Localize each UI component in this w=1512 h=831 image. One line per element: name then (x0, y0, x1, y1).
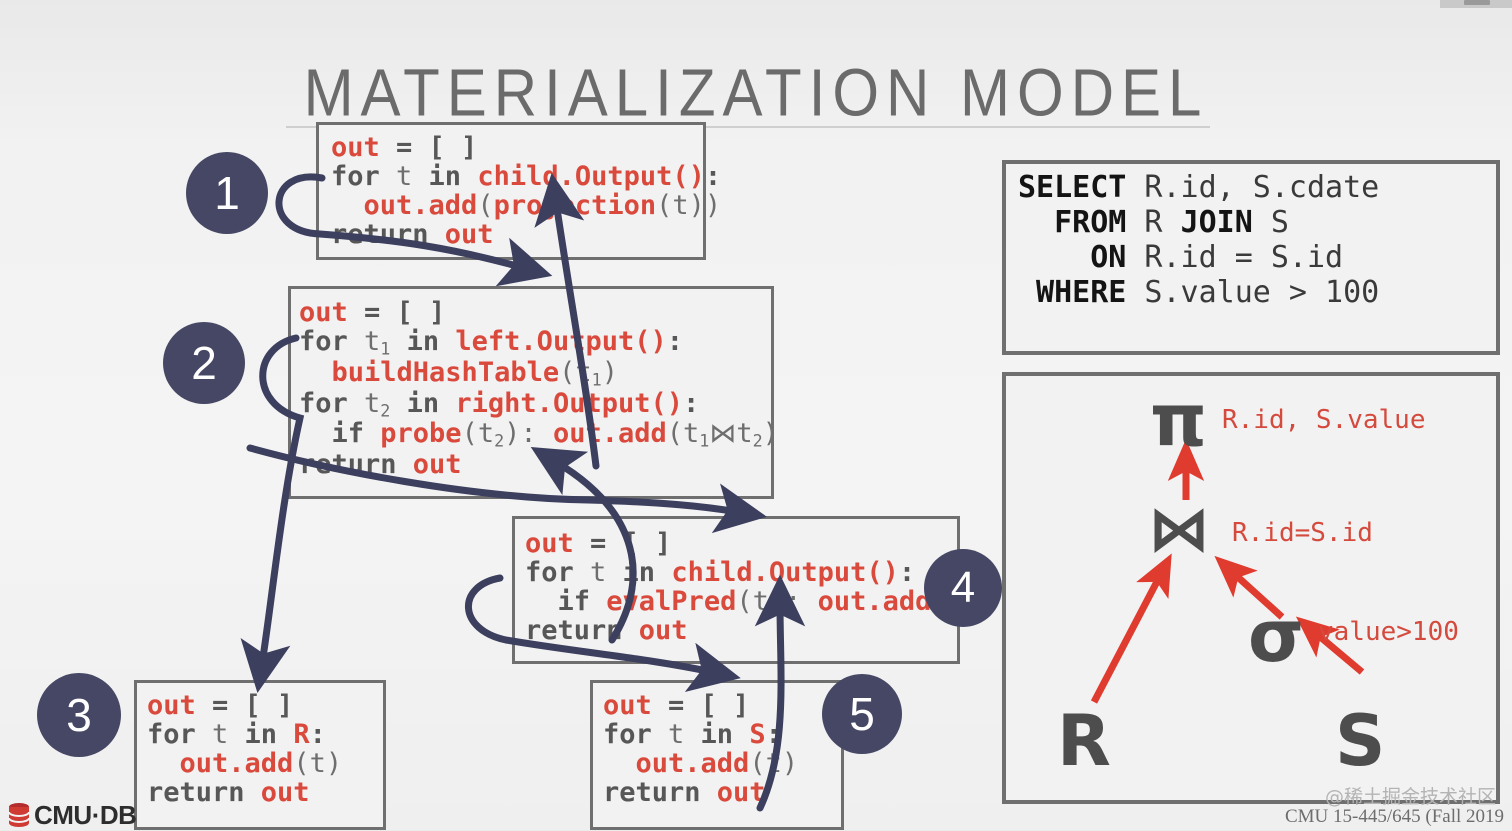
code-line: for t in R: (147, 719, 326, 751)
code-box-filter: out = [ ]for t in child.Output(): if eva… (512, 516, 981, 664)
step-badge-2: 2 (163, 322, 245, 404)
database-cylinder-icon (8, 802, 30, 827)
cmu-db-logo-text: CMU·DB (34, 800, 137, 830)
code-line: return out (147, 777, 310, 809)
code-line: for t in child.Output(): (331, 161, 722, 193)
step-badge-3: 3 (37, 673, 121, 757)
sql-query-panel: SELECT R.id, S.cdate FROM R JOIN S ON R.… (1002, 160, 1500, 355)
plan-node-projection-label: R.id, S.value (1222, 405, 1426, 435)
code-line: out = [ ] (331, 132, 478, 163)
code-line: if probe(t2): out.add(t1⋈t2) (299, 418, 779, 452)
title-divider (286, 126, 1210, 128)
code-line: return out (603, 777, 766, 809)
plan-node-join-label: R.id=S.id (1232, 518, 1373, 548)
plan-node-relation-s: S (1335, 700, 1386, 782)
code-line: out = [ ] (299, 297, 446, 328)
code-box-scan-r: out = [ ]for t in R: out.add(t)return ou… (134, 680, 386, 830)
step-badge-1: 1 (186, 152, 268, 234)
code-line: for t in S: (603, 719, 782, 751)
page-title: MATERIALIZATION MODEL (303, 55, 1209, 131)
code-line: return out (331, 219, 494, 251)
sql-line: ON R.id = S.id (1018, 240, 1344, 276)
step-badge-4: 4 (924, 549, 1002, 627)
plan-node-select-symbol: σ (1248, 594, 1305, 678)
code-box-hash-join: out = [ ]for t1 in left.Output(): buildH… (288, 286, 779, 499)
code-line: out.add(t) (179, 748, 343, 780)
code-line: out = [ ] (603, 690, 750, 721)
cmu-db-logo: CMU·DB (8, 800, 137, 831)
plan-node-join-symbol: ⋈ (1148, 492, 1210, 565)
code-box-projection: out = [ ]for t in child.Output(): out.ad… (316, 122, 722, 260)
plan-node-projection-symbol: π (1150, 378, 1207, 462)
step-badge-5: 5 (822, 674, 902, 754)
code-line: out.add(t) (635, 748, 799, 780)
code-line: out.add(projection(t)) (363, 190, 722, 222)
code-box-scan-s: out = [ ]for t in S: out.add(t)return ou… (590, 680, 844, 830)
code-line: buildHashTable(t1) (331, 356, 618, 390)
sql-line: FROM R JOIN S (1018, 205, 1289, 241)
plan-node-relation-r: R (1057, 700, 1111, 782)
watermark-text: @稀土掘金技术社区 (1324, 786, 1496, 808)
code-line: return out (299, 449, 462, 481)
sql-line: SELECT R.id, S.cdate (1018, 170, 1380, 205)
course-footer: CMU 15-445/645 (Fall 2019 (1284, 806, 1504, 827)
plan-node-select-label: value>100 (1318, 617, 1459, 647)
code-line: if evalPred(t): out.add(t) (525, 586, 981, 618)
code-line: for t in child.Output(): (525, 557, 916, 589)
code-line: for t2 in right.Output(): (299, 387, 700, 421)
code-line: out = [ ] (147, 690, 294, 721)
code-line: return out (525, 615, 688, 647)
sql-query-text: SELECT R.id, S.cdate FROM R JOIN S ON R.… (1006, 164, 1496, 310)
sql-line: WHERE S.value > 100 (1018, 275, 1380, 311)
code-line: for t1 in left.Output(): (299, 326, 683, 359)
top-edge-artifact-dark (1464, 0, 1490, 5)
code-line: out = [ ] (525, 528, 672, 559)
